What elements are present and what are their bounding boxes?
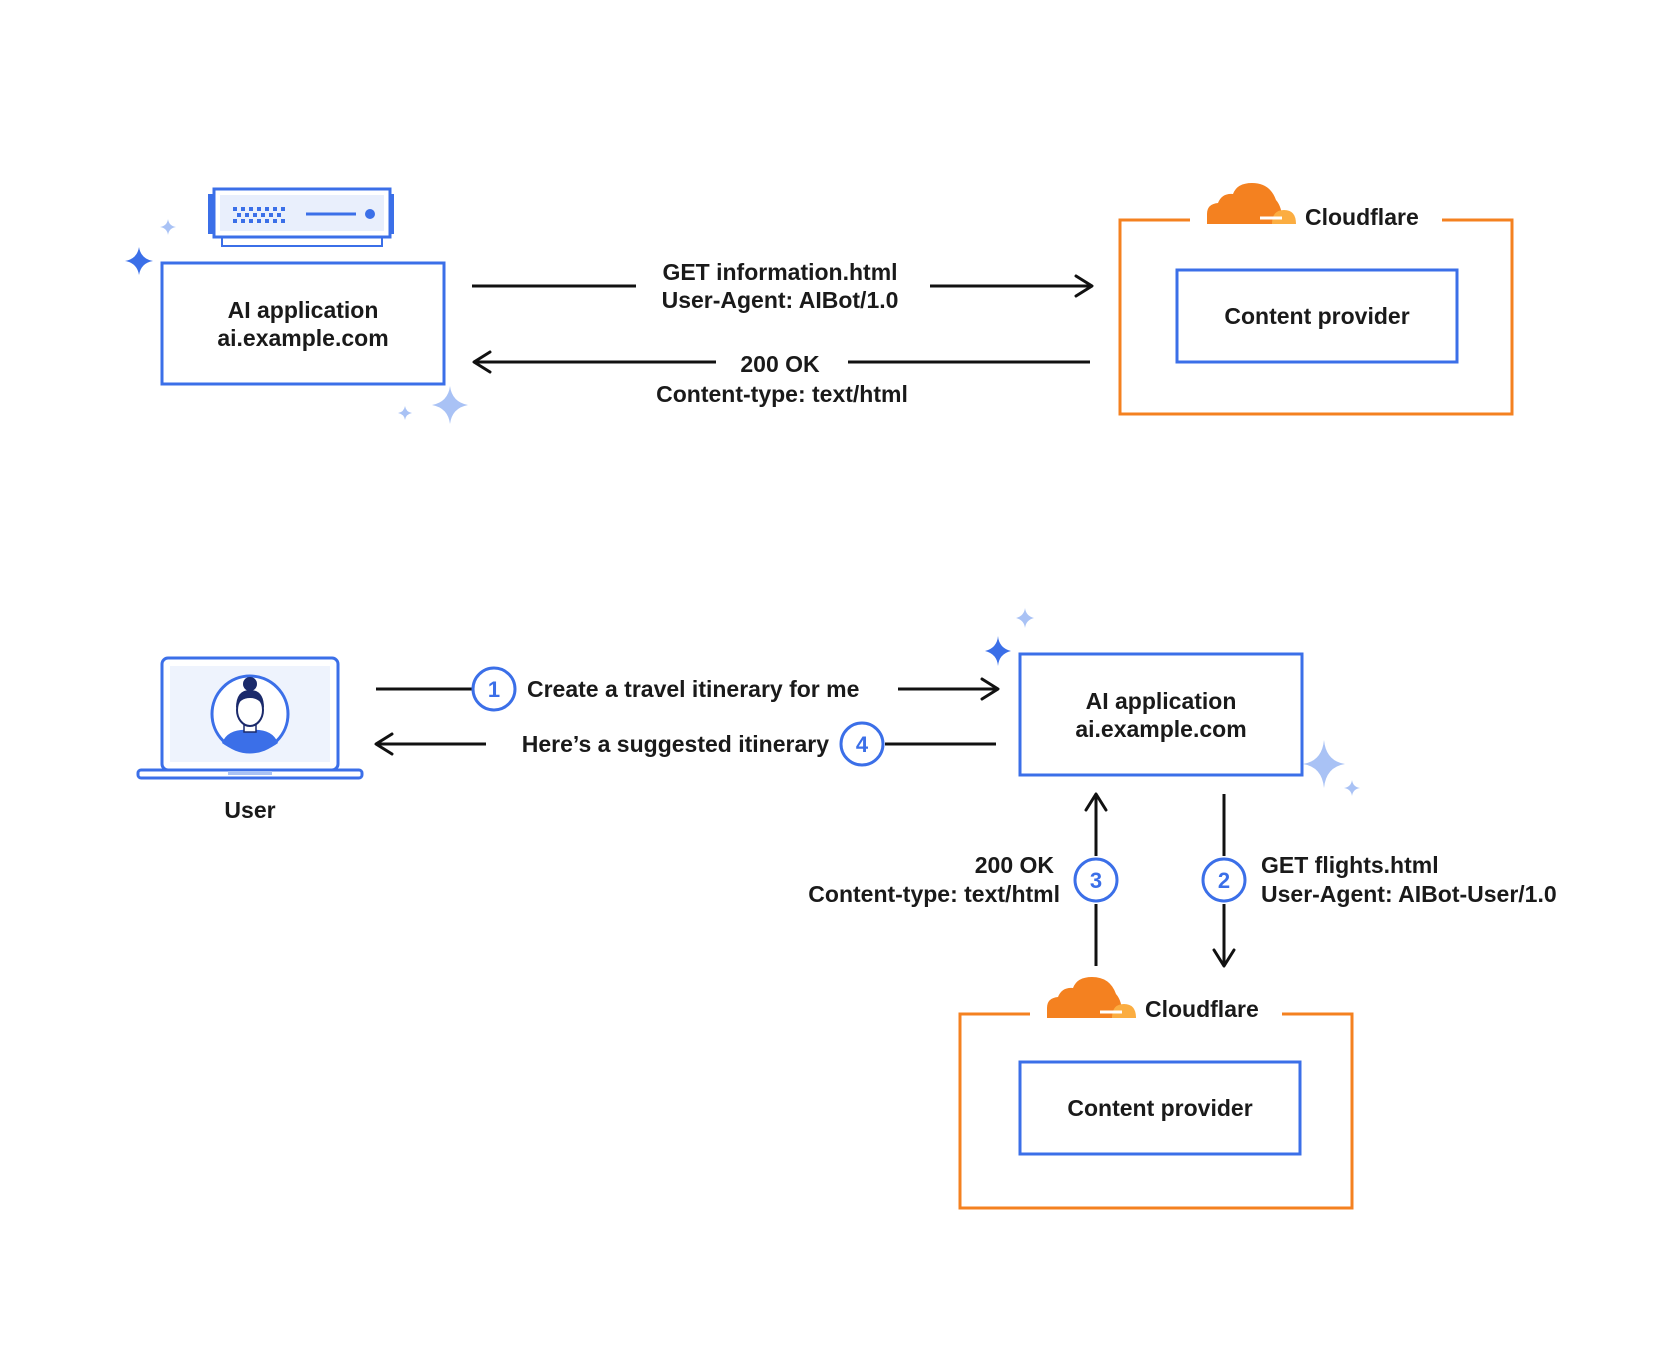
step-badge-3: 3 — [1073, 857, 1119, 903]
svg-text:4: 4 — [856, 732, 869, 757]
cloudflare-container: Cloudflare Content provider — [1118, 183, 1514, 416]
step-1-arrow: 1 Create a travel itinerary for me — [376, 666, 1000, 712]
server-icon — [208, 187, 394, 247]
cloudflare-cloud-icon — [1207, 183, 1296, 224]
step-4-arrow: 4 Here’s a suggested itinerary — [374, 721, 996, 767]
laptop-user-icon — [136, 656, 364, 780]
ai-application-label: AI application — [1086, 688, 1237, 714]
svg-text:3: 3 — [1090, 868, 1102, 893]
step-badge-4: 4 — [839, 721, 885, 767]
cloudflare-cloud-icon — [1047, 977, 1136, 1018]
step-2-user-agent-label: User-Agent: AIBot-User/1.0 — [1261, 881, 1557, 907]
cloudflare-label: Cloudflare — [1145, 996, 1259, 1022]
step-badge-2: 2 — [1201, 857, 1247, 903]
response-arrow: 200 OK Content-type: text/html — [472, 350, 1090, 407]
sparkle-icon — [125, 247, 153, 275]
request-arrow: GET information.html User-Agent: AIBot/1… — [472, 259, 1094, 313]
step-2-arrow: 2 GET flights.html User-Agent: AIBot-Use… — [1201, 794, 1557, 968]
sparkle-icon — [160, 219, 176, 235]
ai-application-label: AI application — [228, 297, 379, 323]
sparkle-icon — [1016, 608, 1034, 628]
user-label: User — [224, 797, 275, 823]
step-3-arrow: 3 200 OK Content-type: text/html — [808, 792, 1119, 966]
cloudflare-container: Cloudflare Content provider — [958, 977, 1354, 1210]
cloudflare-label: Cloudflare — [1305, 204, 1419, 230]
user-avatar — [210, 674, 290, 754]
sparkle-icon — [1344, 780, 1360, 796]
sparkle-icon — [398, 406, 412, 420]
step-3-content-type-label: Content-type: text/html — [808, 881, 1060, 907]
sparkle-icon — [985, 636, 1011, 666]
sparkle-icon — [432, 386, 468, 424]
step-3-status-label: 200 OK — [975, 852, 1055, 878]
sparkle-icon — [1303, 740, 1345, 788]
step-1-label: Create a travel itinerary for me — [527, 676, 859, 702]
content-provider-label: Content provider — [1224, 303, 1409, 329]
svg-text:1: 1 — [488, 677, 500, 702]
content-provider-box — [1018, 1060, 1302, 1156]
ai-application-domain: ai.example.com — [1075, 716, 1246, 742]
content-provider-box — [1175, 268, 1459, 364]
response-content-type-label: Content-type: text/html — [656, 381, 908, 407]
request-method-label: GET information.html — [662, 259, 897, 285]
ai-application-node: AI application ai.example.com — [160, 261, 446, 386]
svg-text:2: 2 — [1218, 868, 1230, 893]
ai-application-domain: ai.example.com — [217, 325, 388, 351]
step-4-label: Here’s a suggested itinerary — [522, 731, 829, 757]
step-badge-1: 1 — [471, 666, 517, 712]
ai-application-node: AI application ai.example.com — [1018, 652, 1304, 777]
request-user-agent-label: User-Agent: AIBot/1.0 — [662, 287, 899, 313]
step-2-method-label: GET flights.html — [1261, 852, 1439, 878]
content-provider-label: Content provider — [1067, 1095, 1252, 1121]
response-status-label: 200 OK — [740, 351, 820, 377]
